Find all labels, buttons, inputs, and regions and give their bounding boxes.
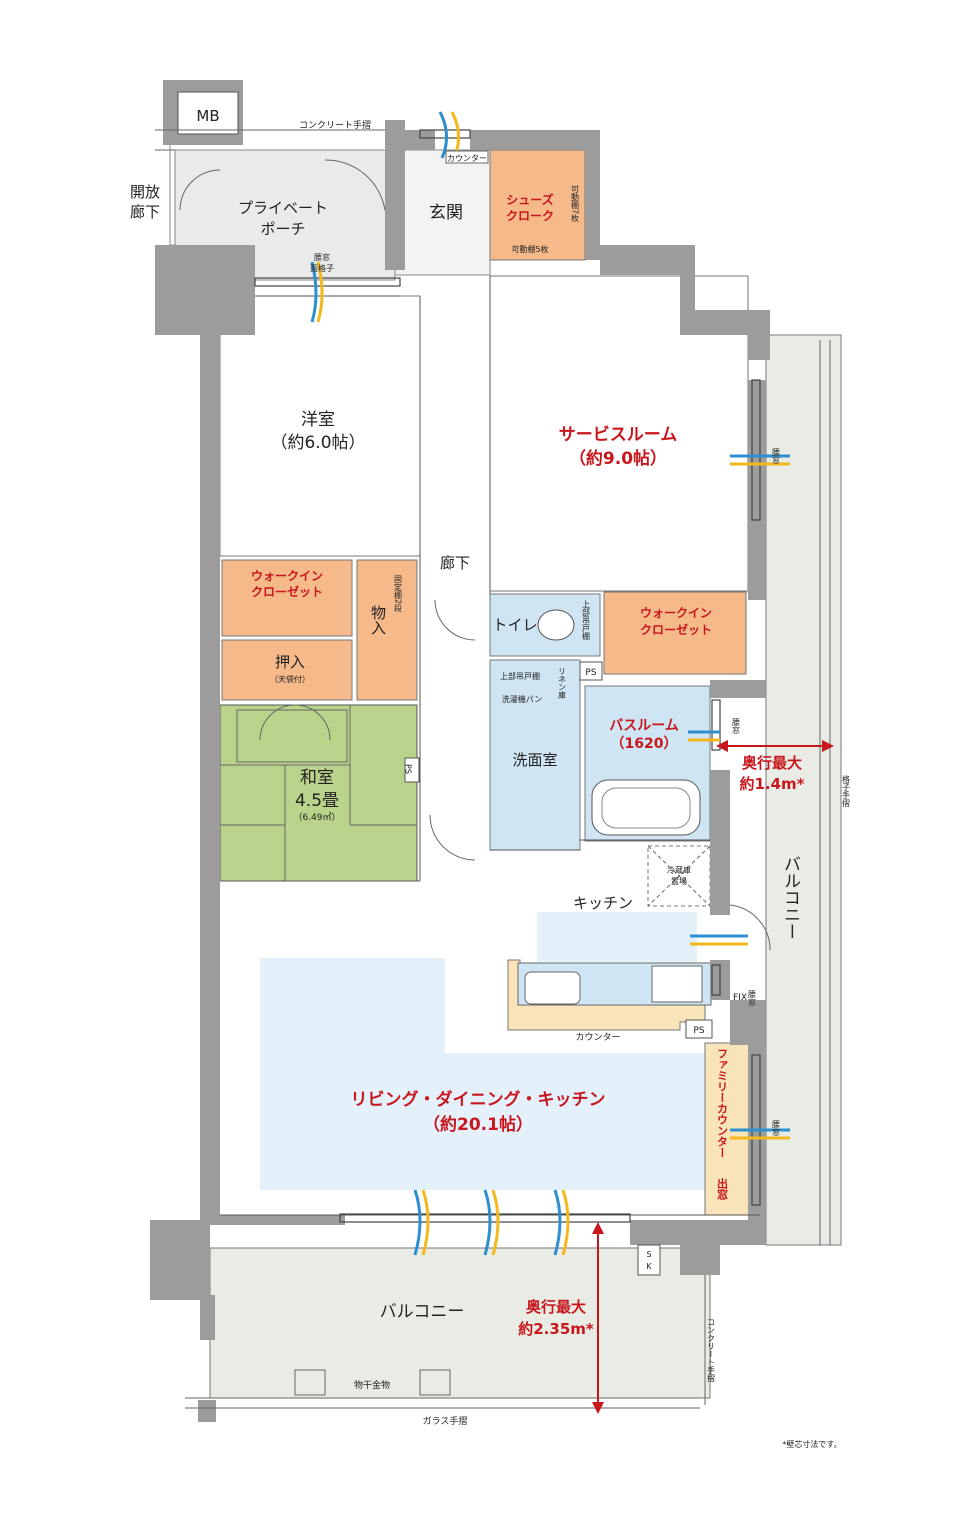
- bathroom-label-2: （1620）: [611, 736, 678, 752]
- open-corridor-label-1: 開放: [130, 183, 160, 201]
- bathtub: [591, 779, 701, 836]
- ps-box-washitsu: [404, 757, 420, 783]
- depth-south-label-1: 奥行最大: [526, 1298, 586, 1316]
- lattice-rail-label: 格子手摺: [842, 774, 851, 808]
- counter-entrance-label: カウンター: [447, 154, 487, 163]
- ps-box-kitchen: [685, 1019, 713, 1039]
- concrete-rail-top-label: コンクリート手摺: [299, 119, 371, 131]
- wic-left-label-1: ウォークイン: [251, 569, 323, 583]
- shoes-cloak-label-2: クローク: [506, 209, 554, 223]
- ps-washroom-label: PS: [585, 668, 596, 678]
- glass-rail-label: ガラス手摺: [423, 1415, 468, 1427]
- laundry-pan-label: 洗濯機パン: [502, 694, 542, 704]
- waist-window-lattice-1: 腰窓: [314, 252, 330, 262]
- fridge-label-1: 冷蔵庫: [667, 865, 691, 875]
- shoes-shelf-side-label: 可動棚7枚: [571, 185, 580, 223]
- fix-label: FIX: [733, 993, 747, 1003]
- clothes-hardware-label: 物干金物: [354, 1379, 390, 1391]
- bay-window-label: 出窓: [716, 1177, 729, 1200]
- sk-box: [637, 1244, 661, 1276]
- washitsu-label-1: 和室: [300, 768, 334, 788]
- footnote: *壁芯寸法です。: [782, 1439, 841, 1449]
- porch-label-2: ポーチ: [260, 220, 305, 238]
- oshiire-label-2: （天袋付）: [270, 674, 310, 684]
- balcony-east-label: バルコニー: [780, 855, 800, 940]
- depth-south-label-2: 約2.35m*: [518, 1320, 594, 1338]
- western-room-label-2: （約6.0帖）: [270, 433, 365, 453]
- balcony-south-label: バルコニー: [380, 1302, 465, 1322]
- waist-window-label-bath: 腰窓: [732, 718, 741, 734]
- western-room-floor: [219, 295, 421, 557]
- upper-cabinet-toilet-label: 上部吊戸棚: [582, 600, 591, 641]
- mb-label: MB: [196, 107, 219, 125]
- entrance-floor: [394, 149, 491, 276]
- waist-window-lattice-2: 面格子: [310, 263, 334, 273]
- washitsu-floor: [219, 704, 418, 882]
- wic-right-label-2: クローゼット: [640, 622, 712, 637]
- sk-label-1: S: [646, 1250, 651, 1259]
- porch-label-1: プライベート: [238, 199, 328, 217]
- washroom-label: 洗面室: [512, 751, 557, 769]
- east-balcony-area: [765, 334, 842, 1246]
- hallway-label: 廊下: [440, 554, 470, 572]
- kitchen-floor: [537, 912, 697, 962]
- ventilation-icons: [310, 111, 790, 1256]
- shoes-cloak-label-1: シューズ: [506, 192, 553, 207]
- storage-label: 物入: [369, 605, 387, 635]
- south-balcony-area: [209, 1247, 711, 1399]
- ldk-label-1: リビング・ダイニング・キッチン: [351, 1089, 606, 1110]
- wic-left-label-2: クローゼット: [251, 584, 323, 599]
- service-room-label-1: サービスルーム: [559, 425, 678, 445]
- doors: [179, 159, 771, 951]
- toilet-bowl: [537, 609, 575, 641]
- open-corridor-label-2: 廊下: [130, 203, 160, 221]
- waist-window-label-service: 腰窓: [772, 448, 781, 464]
- kitchen-label: キッチン: [573, 894, 633, 912]
- oshiire-label-1: 押入: [275, 653, 305, 671]
- washitsu-label-3: （6.49㎡）: [293, 812, 340, 823]
- fixed-shelf-label: 固定棚2段: [394, 575, 403, 613]
- ps-kitchen-label: PS: [693, 1026, 704, 1036]
- tatami-lines: [220, 705, 417, 881]
- depth-east-label-1: 奥行最大: [742, 754, 802, 772]
- ldk-label-2: （約20.1帖）: [423, 1114, 533, 1135]
- wic-right-label-1: ウォークイン: [640, 606, 712, 620]
- ps-washitsu-label: PS: [404, 764, 413, 774]
- ldk-floor: [260, 958, 705, 1190]
- upper-cabinet-wash-label: 上部吊戸棚: [500, 671, 540, 681]
- family-counter-label: ファミリーカウンター: [716, 1048, 729, 1158]
- wic-right-fill: [603, 591, 747, 675]
- washroom-floor: [489, 659, 581, 851]
- counter-kitchen-label: カウンター: [575, 1032, 620, 1043]
- washitsu-label-2: 4.5畳: [295, 791, 339, 811]
- toilet-label: トイレ: [492, 616, 537, 634]
- concrete-rail-right-label: コンクリート手摺: [707, 1318, 716, 1383]
- service-room-label-2: （約9.0帖）: [569, 448, 667, 469]
- wic-left-fill: [221, 559, 353, 637]
- shoes-cloak-fill: [489, 149, 586, 261]
- railings: [155, 129, 831, 1409]
- oshiire-fill: [221, 639, 353, 701]
- linen-label: リネン庫: [558, 667, 567, 700]
- entrance-label: 玄関: [429, 203, 463, 223]
- storage-fill: [356, 559, 418, 701]
- bathroom-label-1: バスルーム: [609, 718, 679, 734]
- western-room-label-1: 洋室: [301, 410, 335, 430]
- shoes-shelf-bottom-label: 可動棚5枚: [511, 244, 548, 254]
- waist-window-label-ldk: 腰窓: [772, 1120, 781, 1136]
- sk-label-2: K: [646, 1262, 652, 1271]
- fridge-label-2: 置場: [671, 876, 687, 886]
- stove: [651, 965, 703, 1003]
- depth-east-label-2: 約1.4m*: [739, 775, 804, 793]
- sink: [524, 971, 581, 1005]
- waist-window-label-kitchen: 腰窓: [748, 990, 757, 1006]
- ps-box-washroom: [579, 661, 603, 681]
